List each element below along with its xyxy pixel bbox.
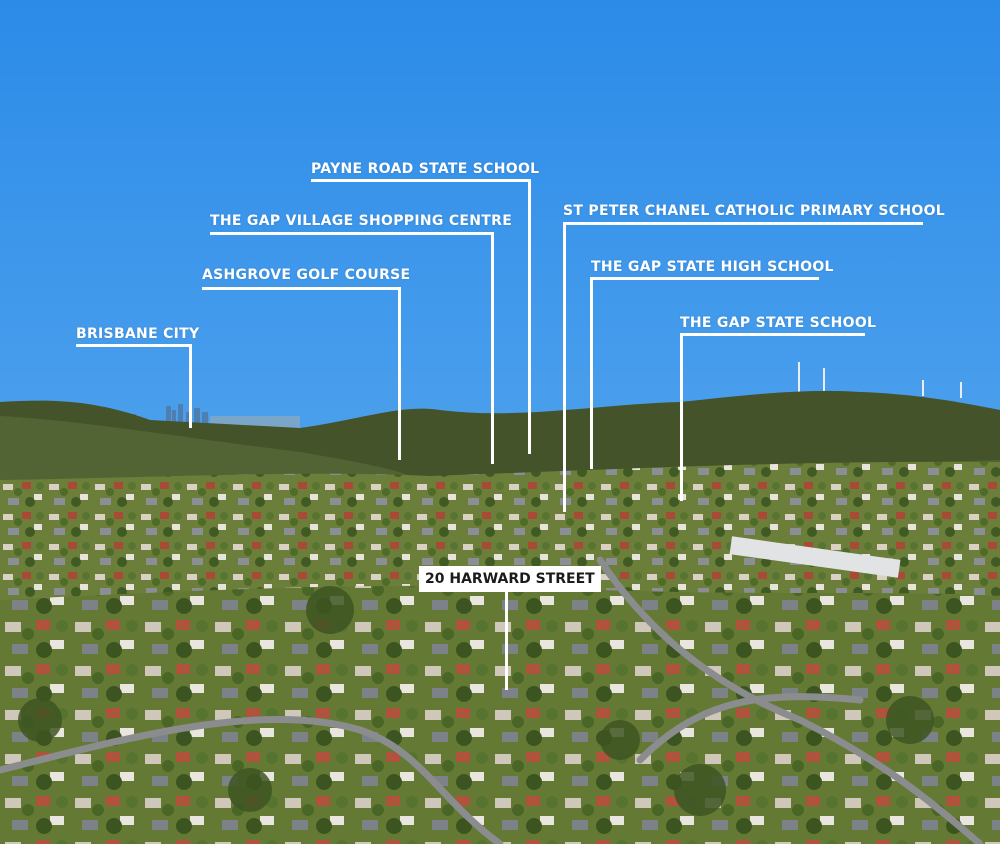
gap-state-label: THE GAP STATE SCHOOL — [680, 315, 877, 331]
property-leader — [505, 590, 508, 690]
gap-state-underline — [680, 333, 865, 336]
ashgrove-golf-label: ASHGROVE GOLF COURSE — [202, 267, 411, 283]
st-peter-chanel-leader — [563, 222, 566, 512]
payne-road-label: PAYNE ROAD STATE SCHOOL — [311, 161, 540, 177]
gap-village-label: THE GAP VILLAGE SHOPPING CENTRE — [210, 213, 513, 229]
gap-village-underline — [210, 232, 494, 235]
ashgrove-golf-underline — [202, 287, 401, 290]
ashgrove-golf-leader — [398, 287, 401, 460]
brisbane-city-underline — [76, 344, 192, 347]
gap-village-leader — [491, 232, 494, 464]
st-peter-chanel-label: ST PETER CHANEL CATHOLIC PRIMARY SCHOOL — [563, 203, 946, 219]
gap-high-underline — [590, 277, 819, 280]
gap-high-leader — [590, 277, 593, 469]
property-address-callout: 20 HARWARD STREET — [419, 566, 601, 592]
gap-state-leader — [680, 333, 683, 501]
brisbane-city-label: BRISBANE CITY — [76, 326, 200, 342]
payne-road-underline — [311, 179, 531, 182]
gap-high-label: THE GAP STATE HIGH SCHOOL — [591, 259, 834, 275]
st-peter-chanel-underline — [563, 222, 923, 225]
brisbane-city-leader — [189, 344, 192, 428]
payne-road-leader — [528, 179, 531, 454]
